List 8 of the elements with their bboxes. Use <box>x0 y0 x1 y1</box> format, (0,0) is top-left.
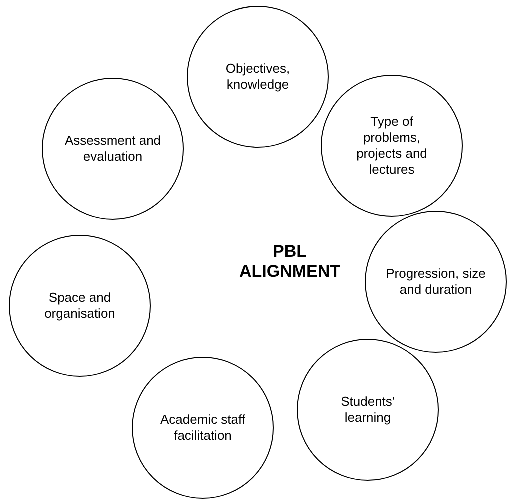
topic-text: Students' learning <box>340 394 396 426</box>
topic-text: Progression, size and duration <box>386 266 486 298</box>
center-heading: PBL ALIGNMENT <box>238 242 342 282</box>
topic-text: Assessment and evaluation <box>64 133 162 165</box>
topic-text: Academic staff facilitation <box>159 412 247 444</box>
topic-text: Type of problems, projects and lectures <box>356 114 428 178</box>
topic-text: Objectives, knowledge <box>224 61 292 93</box>
topic-text: Space and organisation <box>44 290 116 322</box>
